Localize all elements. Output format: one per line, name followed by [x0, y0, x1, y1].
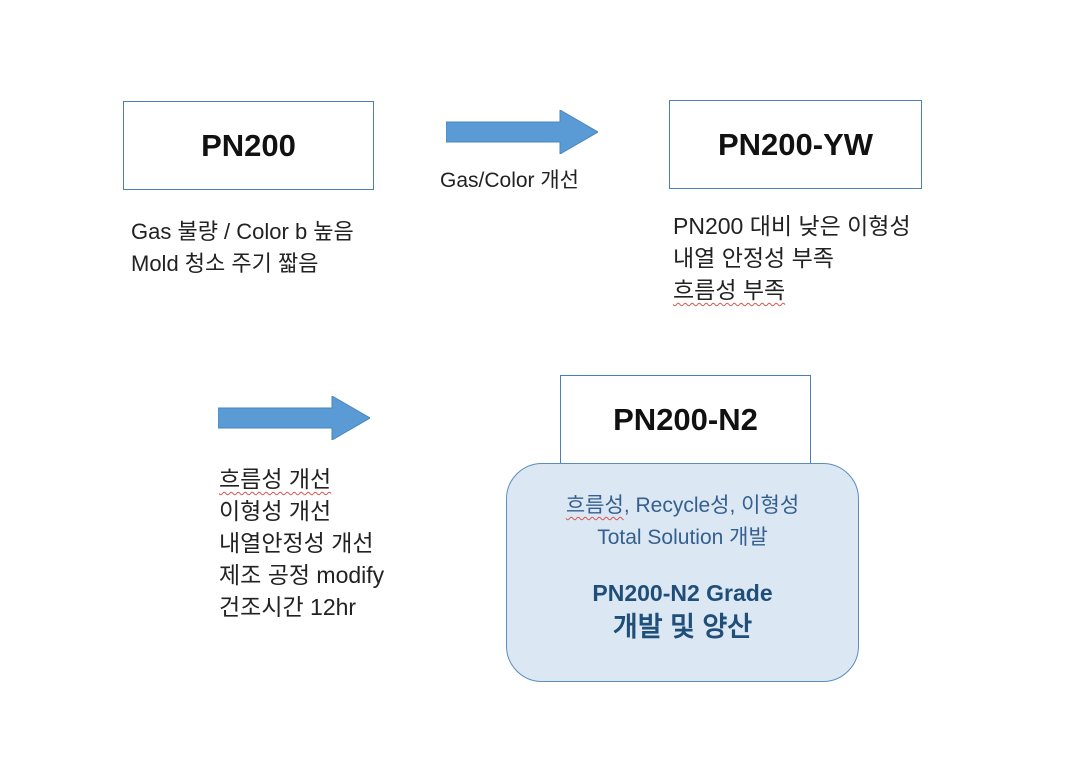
result-panel: 흐름성, Recycle성, 이형성 Total Solution 개발 PN2… — [506, 463, 859, 682]
improvement-item: 흐름성 개선 — [219, 466, 332, 492]
pn200-box: PN200 — [123, 101, 374, 190]
improvement-item: 제조 공정 modify — [219, 562, 385, 588]
improvement-item: 이형성 개선 — [219, 498, 332, 524]
yw-notes: PN200 대비 낮은 이형성 내열 안정성 부족 흐름성 부족 — [673, 210, 911, 306]
pn200-yw-box-label: PN200-YW — [717, 126, 874, 162]
result-keyword: 흐름성 — [565, 494, 624, 517]
right-arrow-icon — [218, 396, 370, 440]
grade-subtitle: 개발 및 양산 — [612, 612, 753, 642]
pn200-note-line: Gas 불량 / Color b 높음 — [131, 219, 354, 244]
yw-note-line: 내열 안정성 부족 — [673, 245, 834, 271]
result-line-1: 흐름성, Recycle성, 이형성 — [507, 490, 858, 522]
yw-note-line: PN200 대비 낮은 이형성 — [673, 213, 911, 239]
pn200-n2-box: PN200-N2 — [560, 375, 811, 467]
grade-title: PN200-N2 Grade — [592, 580, 773, 606]
arrow1-label: Gas/Color 개선 — [440, 169, 580, 192]
improvement-item: 건조시간 12hr — [219, 594, 357, 620]
yw-note-line: 흐름성 부족 — [673, 277, 786, 303]
result-line-1-rest: , Recycle성, 이형성 — [623, 494, 800, 517]
pn200-notes: Gas 불량 / Color b 높음 Mold 청소 주기 짧음 — [131, 216, 354, 280]
pn200-n2-box-label: PN200-N2 — [613, 402, 758, 437]
pn200-note-line: Mold 청소 주기 짧음 — [131, 251, 319, 276]
pn200-yw-box: PN200-YW — [669, 100, 922, 189]
improvements-list: 흐름성 개선 이형성 개선 내열안정성 개선 제조 공정 modify 건조시간… — [219, 463, 384, 623]
pn200-box-label: PN200 — [201, 127, 296, 163]
improvement-item: 내열안정성 개선 — [219, 530, 374, 556]
result-line-2: Total Solution 개발 — [597, 526, 768, 549]
right-arrow-icon — [446, 110, 598, 154]
